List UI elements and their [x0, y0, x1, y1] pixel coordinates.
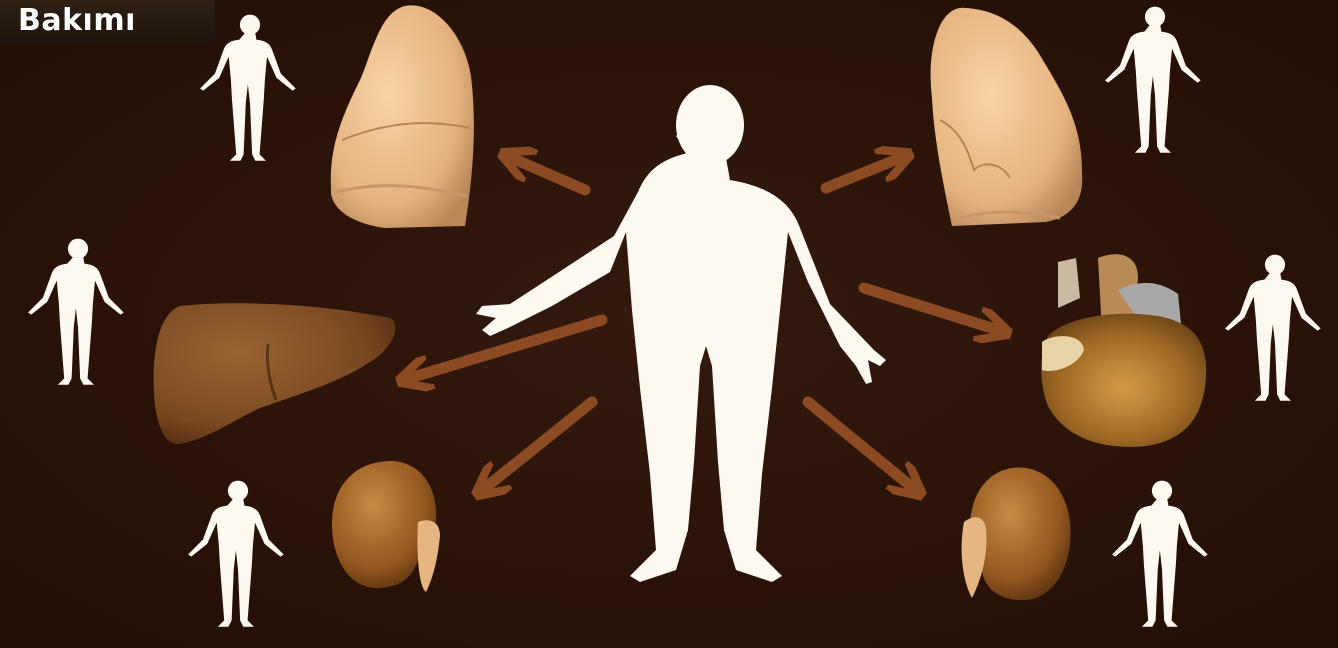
small-human-silhouette-icon: [28, 239, 124, 385]
small-human-silhouette-icon: [200, 15, 296, 161]
small-human-silhouette-icon: [188, 481, 284, 627]
arrow-icon: [485, 402, 592, 488]
central-human-silhouette-icon: [476, 85, 886, 582]
small-human-silhouette-icon: [1225, 255, 1321, 401]
arrow-icon: [826, 158, 900, 188]
small-human-silhouette-icon: [1105, 7, 1201, 153]
liver-icon: [154, 303, 396, 444]
heart-icon: [1041, 254, 1206, 447]
lung-icon: [931, 8, 1083, 226]
arrow-icon: [864, 288, 998, 330]
lung-icon: [331, 5, 474, 228]
small-human-silhouette-icon: [1112, 481, 1208, 627]
arrow-icon: [808, 402, 913, 488]
arrow-icon: [512, 158, 585, 190]
kidney-icon: [332, 461, 440, 592]
kidney-icon: [962, 468, 1071, 601]
